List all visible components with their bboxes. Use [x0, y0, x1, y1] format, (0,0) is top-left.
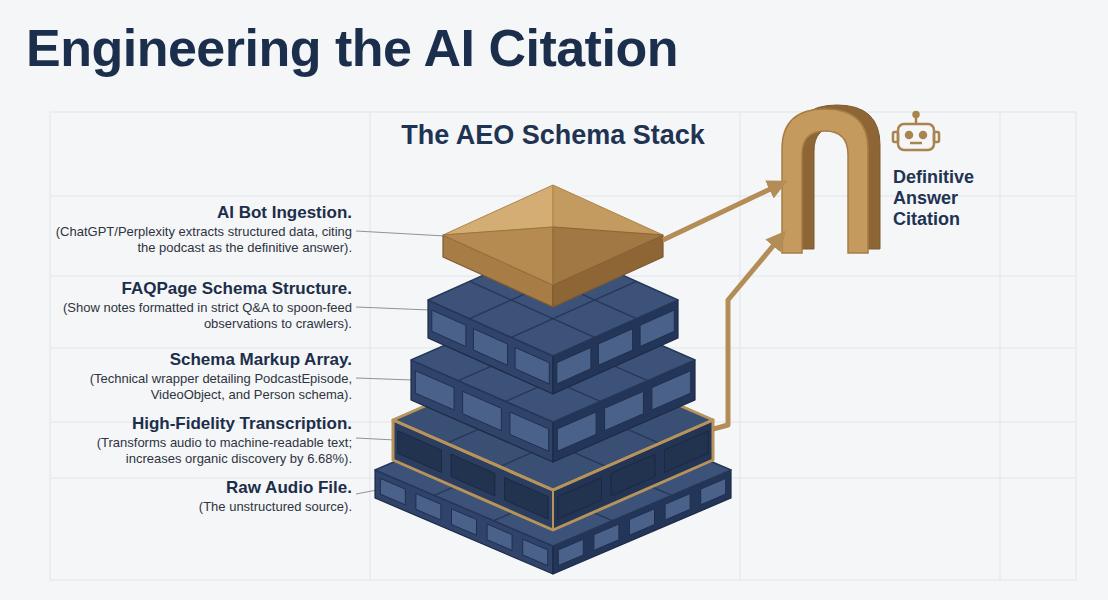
- leader-line: [356, 490, 377, 494]
- node-description: (Transforms audio to machine-readable te…: [50, 435, 352, 467]
- section-heading: The AEO Schema Stack: [390, 119, 716, 151]
- arch-shape: [782, 105, 882, 253]
- side-block: [558, 539, 583, 565]
- layer-top: [393, 350, 713, 490]
- top-block-line: [458, 339, 600, 401]
- node-description: (Show notes formatted in strict Q&A to s…: [50, 300, 352, 332]
- top-block-line: [470, 281, 595, 337]
- node-text-group: High-Fidelity Transcription.(Transforms …: [50, 414, 352, 467]
- page-title: Engineering the AI Citation: [26, 18, 678, 78]
- flow-arrow: [663, 183, 782, 239]
- leader-line: [356, 307, 430, 310]
- pyramid-face: [553, 227, 663, 285]
- top-block-line: [434, 419, 612, 495]
- node-heading: FAQPage Schema Structure.: [50, 279, 352, 299]
- node-text-group: Definitive Answer Citation: [893, 167, 998, 230]
- node-heading: Definitive Answer Citation: [893, 167, 998, 230]
- top-block-line: [506, 339, 648, 401]
- stack-layer: AI Bot Ingestion.(ChatGPT/Perplexity ext…: [443, 185, 663, 307]
- top-block-line: [446, 397, 606, 467]
- top-block-line: [500, 373, 660, 443]
- node-description: (ChatGPT/Perplexity extracts structured …: [50, 224, 352, 256]
- top-block-line: [458, 319, 600, 381]
- robot-eye: [906, 132, 912, 138]
- layer-top: [411, 298, 695, 422]
- side-block: [380, 478, 405, 504]
- node-description: (The unstructured source).: [50, 499, 352, 515]
- grid-line: [740, 112, 741, 580]
- node-heading: Schema Markup Array.: [50, 350, 352, 370]
- node-heading: AI Bot Ingestion.: [50, 203, 352, 223]
- side-block: [557, 347, 591, 384]
- grid-frame: [50, 112, 1076, 580]
- node-heading: High-Fidelity Transcription.: [50, 414, 352, 434]
- grid-line: [370, 112, 371, 580]
- top-block-line: [511, 263, 636, 319]
- node-heading: Raw Audio File.: [50, 478, 352, 498]
- arch-front: [782, 109, 868, 253]
- side-block: [487, 524, 512, 550]
- node-text-group: FAQPage Schema Structure.(Show notes for…: [50, 279, 352, 332]
- side-block: [701, 478, 726, 504]
- layer-top: [428, 244, 678, 356]
- gold-rim: [552, 490, 554, 530]
- layer-shape: [443, 185, 663, 307]
- leader-line: [356, 438, 395, 440]
- top-block-line: [494, 419, 672, 495]
- robot-ear: [934, 132, 939, 142]
- top-block-line: [434, 445, 612, 521]
- leader-line: [356, 378, 413, 380]
- side-block: [452, 509, 477, 535]
- side-block: [630, 509, 655, 535]
- gold-rim: [393, 350, 713, 490]
- side-block: [473, 329, 507, 366]
- top-block-line: [506, 319, 648, 381]
- citation-arch: Definitive Answer Citation: [782, 105, 882, 253]
- top-block-line: [494, 445, 672, 521]
- side-block: [416, 494, 441, 520]
- gold-rim: [393, 420, 713, 530]
- pyramid-face: [553, 185, 663, 235]
- side-block: [515, 347, 549, 384]
- side-block: [665, 494, 690, 520]
- robot-icon: [893, 112, 939, 150]
- robot-ear: [893, 132, 898, 142]
- layer-top: [375, 394, 731, 546]
- node-text-group: Raw Audio File.(The unstructured source)…: [50, 478, 352, 515]
- pyramid-face: [443, 227, 553, 285]
- top-block-line: [500, 397, 660, 467]
- side-block: [523, 539, 548, 565]
- node-text-group: Schema Markup Array.(Technical wrapper d…: [50, 350, 352, 403]
- pyramid-face: [443, 185, 553, 235]
- top-block-line: [470, 263, 595, 319]
- top-block-line: [446, 373, 606, 443]
- node-text-group: AI Bot Ingestion.(ChatGPT/Perplexity ext…: [50, 203, 352, 256]
- side-block: [594, 524, 619, 550]
- robot-eye: [920, 132, 926, 138]
- top-block-line: [511, 281, 636, 337]
- robot-antenna-tip: [914, 112, 919, 117]
- robot-mouth: [910, 142, 922, 145]
- node-description: (Technical wrapper detailing PodcastEpis…: [50, 371, 352, 403]
- robot-head: [898, 124, 934, 150]
- grid-line: [1000, 112, 1001, 580]
- grid-lines: [50, 112, 1076, 580]
- flow-arrow: [713, 235, 782, 429]
- leader-line: [356, 231, 445, 236]
- side-block: [598, 329, 632, 366]
